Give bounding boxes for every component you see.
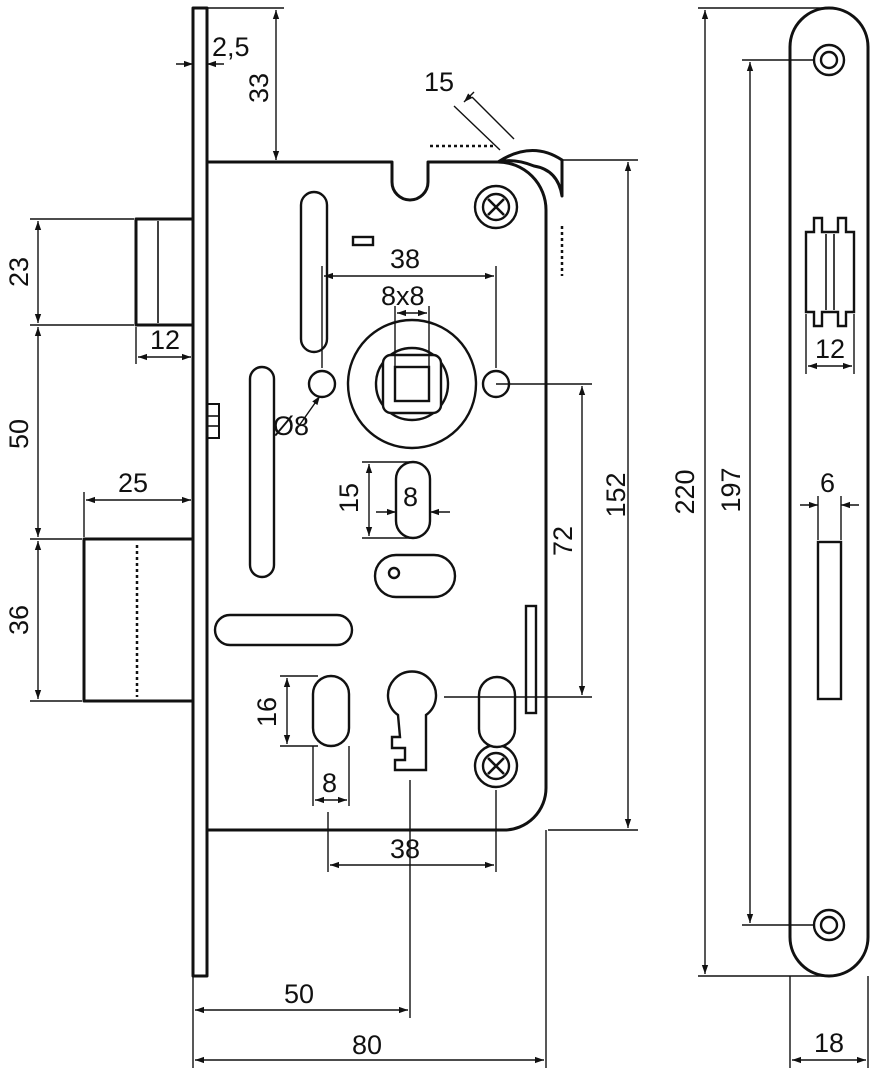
label-backset: 50 [284,979,314,1009]
bottom-left-slot [311,674,351,748]
label-chamfer: 15 [424,67,454,97]
label-faceplate-thickness: 2,5 [212,32,250,62]
label-bottom-slot-width: 8 [322,768,337,798]
horizontal-slot [213,613,354,647]
face-plate [191,6,209,978]
label-bolt-projection: 25 [118,468,148,498]
left-vertical-slot [248,365,276,579]
strike-bolt-opening [816,540,843,701]
strike-bottom-screw-hole-icon [812,908,846,942]
chamfer-corner [496,149,564,198]
strike-top-screw-hole-icon [812,43,846,77]
keyhole-icon [386,670,438,772]
label-spindle-hole-spacing: 38 [390,244,420,274]
dead-bolt [82,537,198,703]
label-strike-screw-spacing: 197 [716,467,746,512]
spindle-slot [394,460,432,540]
lock-body-view [82,6,564,978]
label-slot-width: 8 [403,482,418,512]
label-body-height: 152 [601,472,631,517]
upper-vertical-slot [299,190,329,354]
label-spindle-square: 8x8 [381,281,425,311]
lock-case [205,160,548,832]
spindle-hub [307,318,511,450]
label-spindle-hole-diameter: Ø8 [273,411,309,441]
strike-dimension-labels: 220 197 12 6 18 [670,334,845,1058]
label-spindle-to-keyhole: 72 [548,526,578,556]
label-latch-projection: 12 [150,325,180,355]
bottom-screw-icon [473,743,519,789]
strike-plate-view [788,6,870,978]
bottom-right-slot [477,675,517,749]
lock-dimension-labels: 2,5 33 15 23 12 50 25 36 38 8x8 Ø8 15 8 … [4,32,631,1060]
strike-latch-opening [804,216,856,328]
label-top-to-body: 33 [244,73,274,103]
label-strike-latch-opening: 12 [815,334,845,364]
left-pin-hole [307,369,337,399]
label-bottom-slot-height: 16 [252,697,282,727]
oval-slot [373,553,457,599]
label-strike-length: 220 [670,469,700,514]
top-screw-icon [473,184,519,230]
label-latch-to-bolt: 50 [4,419,34,449]
spindle-square-hole [393,365,431,403]
strike-dimension-lines [698,7,869,1068]
edge-stop [524,604,538,715]
label-strike-bolt-opening: 6 [820,468,835,498]
small-rect-mark [351,235,375,247]
label-strike-width: 18 [814,1028,844,1058]
label-bolt-height: 36 [4,605,34,635]
label-latch-height: 23 [4,257,34,287]
label-body-depth: 80 [352,1030,382,1060]
label-bottom-hole-spacing: 38 [390,834,420,864]
label-slot-height: 15 [334,483,364,513]
lock-dimension-lines [30,7,638,1068]
